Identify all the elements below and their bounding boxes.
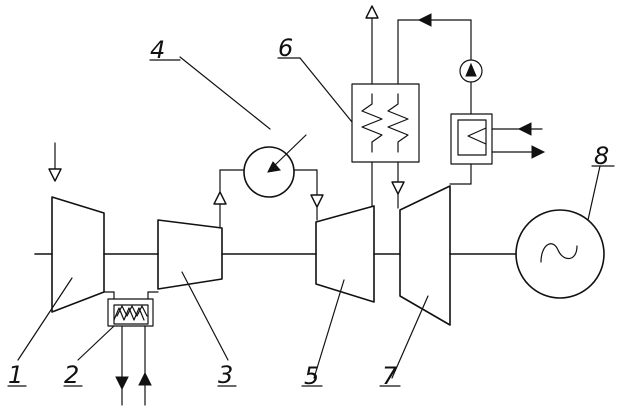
coolant-in-arrow-icon [139,373,151,385]
fuel-arrow-icon [268,162,280,172]
ac-wave-icon [541,244,577,262]
label-compressor: 1 [8,361,23,389]
coil-icon [468,128,486,144]
up-arrow-icon [214,192,226,204]
compressor-air-inlet [49,143,61,181]
coolant-pipes [116,326,151,405]
down-arrow-icon [311,195,323,207]
turbine-high-pressure [158,220,222,289]
combustor [180,57,306,197]
coolant-out-arrow-icon [116,377,128,389]
condenser [450,114,544,184]
gas-pipe-to-turbine [295,170,323,220]
air-pipe-compressor-to-intercooler [104,292,158,299]
coil-icon [362,94,382,152]
intercooler [108,299,153,326]
feed-pump [460,20,482,114]
cooling-in-arrow-icon [519,123,531,135]
recuperator [300,58,419,162]
compressor [52,197,104,312]
pump-arrow-icon [466,64,476,76]
exhaust-arrow-icon [366,6,378,18]
label-intercooler: 2 [64,361,79,389]
turbine-low-pressure [316,206,374,302]
air-pipe-to-combustor [214,170,243,228]
cooling-out-arrow-icon [532,146,544,158]
label-turbine-hp: 3 [218,361,233,389]
inlet-arrow-icon [49,169,61,181]
steam-down-arrow-icon [392,182,404,194]
flow-arrow-icon [419,14,431,26]
generator [516,166,604,298]
